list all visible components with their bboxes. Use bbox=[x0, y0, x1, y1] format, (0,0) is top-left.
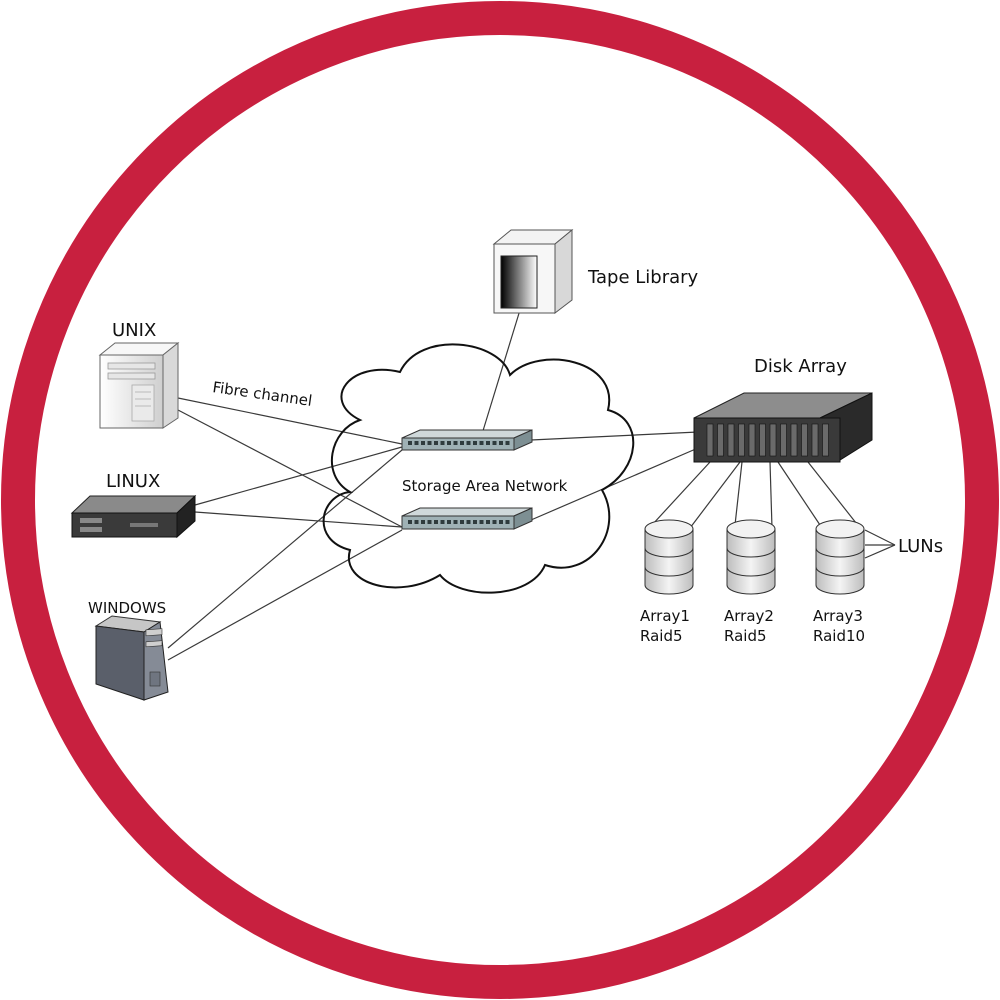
disk-slot bbox=[727, 423, 735, 457]
switch-port bbox=[434, 441, 438, 445]
switch-port bbox=[473, 441, 477, 445]
link-linux-switch1 bbox=[194, 446, 403, 506]
switch-port bbox=[499, 520, 503, 524]
switch-port bbox=[460, 441, 464, 445]
switch-port bbox=[453, 520, 458, 524]
switch-port bbox=[440, 441, 445, 445]
tape-library-label: Tape Library bbox=[587, 267, 699, 288]
tower-server-icon bbox=[98, 341, 180, 429]
link-windows-switch1 bbox=[167, 449, 403, 649]
luns-pointer-2 bbox=[864, 529, 896, 546]
switch-port bbox=[505, 520, 510, 524]
lun-1-raid: Raid5 bbox=[640, 627, 683, 645]
switch-1 bbox=[401, 429, 533, 451]
link-disk-lun2b bbox=[769, 461, 773, 529]
lun-2-raid: Raid5 bbox=[724, 627, 767, 645]
link-switch2-disk bbox=[530, 447, 699, 521]
unix-label: UNIX bbox=[112, 320, 156, 341]
link-disk-lun2a bbox=[734, 461, 743, 526]
switch-port bbox=[460, 520, 464, 524]
luns-pointer-3 bbox=[864, 544, 896, 559]
switch-port bbox=[492, 520, 497, 524]
disk-slot bbox=[801, 423, 808, 457]
link-tape-switch1 bbox=[481, 309, 521, 435]
lun-2-name: Array2 bbox=[724, 607, 774, 625]
disk-array-slots bbox=[706, 423, 829, 457]
disk-slot bbox=[822, 423, 829, 457]
disk-slot bbox=[738, 423, 745, 457]
switch-2 bbox=[401, 507, 533, 530]
switch-port bbox=[486, 520, 490, 524]
san-cloud bbox=[322, 343, 635, 594]
lun-1-name: Array1 bbox=[640, 607, 690, 625]
connection-lines bbox=[167, 309, 896, 661]
switch-port bbox=[447, 441, 451, 445]
switch-port bbox=[427, 520, 432, 524]
rack-server-icon bbox=[70, 494, 197, 539]
link-disk-lun3b bbox=[807, 461, 861, 529]
switch-2-ports bbox=[408, 520, 510, 524]
linux-label: LINUX bbox=[106, 471, 160, 492]
link-disk-lun1b bbox=[689, 461, 741, 529]
switch-port bbox=[414, 520, 419, 524]
switch-port bbox=[479, 520, 484, 524]
switch-port bbox=[486, 441, 490, 445]
switch-1-ports bbox=[408, 441, 510, 445]
disk-slot bbox=[811, 423, 819, 457]
san-cloud-label: Storage Area Network bbox=[402, 477, 568, 495]
switch-port bbox=[427, 441, 432, 445]
switch-port bbox=[479, 441, 484, 445]
switch-port bbox=[414, 441, 419, 445]
switch-port bbox=[499, 441, 503, 445]
disk-slot bbox=[790, 423, 798, 457]
switch-port bbox=[453, 441, 458, 445]
link-switch1-disk bbox=[530, 431, 699, 441]
windows-label: WINDOWS bbox=[88, 599, 166, 617]
fibre-channel-label: Fibre channel bbox=[211, 378, 313, 410]
switch-port bbox=[447, 520, 451, 524]
lun-3-name: Array3 bbox=[813, 607, 863, 625]
disk-slot bbox=[759, 423, 766, 457]
luns-label: LUNs bbox=[898, 536, 943, 557]
lun-cylinder-icon bbox=[726, 519, 776, 595]
link-disk-lun1a bbox=[651, 461, 711, 526]
disk-array-label: Disk Array bbox=[754, 356, 847, 377]
disk-array-icon bbox=[693, 392, 873, 463]
lun-cylinder-icon bbox=[815, 519, 865, 595]
switch-port bbox=[408, 520, 412, 524]
link-windows-switch2 bbox=[167, 529, 403, 661]
lun-labels: Array1 Raid5 Array2 Raid5 Array3 Raid10 bbox=[640, 607, 865, 645]
switch-port bbox=[440, 520, 445, 524]
lun-3-raid: Raid10 bbox=[813, 627, 865, 645]
switch-port bbox=[466, 520, 471, 524]
disk-slot bbox=[717, 423, 724, 457]
switch-port bbox=[466, 441, 471, 445]
link-linux-switch2 bbox=[194, 511, 403, 528]
link-unix-switch1 bbox=[177, 397, 403, 445]
disk-slot bbox=[706, 423, 714, 457]
switch-port bbox=[421, 441, 425, 445]
switch-port bbox=[505, 441, 510, 445]
lun-cylinders bbox=[644, 519, 865, 595]
tape-library-icon bbox=[492, 228, 574, 315]
link-unix-switch2 bbox=[177, 409, 403, 528]
switch-port bbox=[408, 441, 412, 445]
lun-cylinder-icon bbox=[644, 519, 694, 595]
disk-slot bbox=[748, 423, 756, 457]
switch-port bbox=[492, 441, 497, 445]
link-disk-lun3a bbox=[777, 461, 821, 526]
switch-port bbox=[421, 520, 425, 524]
switch-port bbox=[473, 520, 477, 524]
switch-port bbox=[434, 520, 438, 524]
disk-slot bbox=[769, 423, 777, 457]
disk-slot bbox=[780, 423, 787, 457]
pc-tower-icon bbox=[94, 615, 169, 701]
